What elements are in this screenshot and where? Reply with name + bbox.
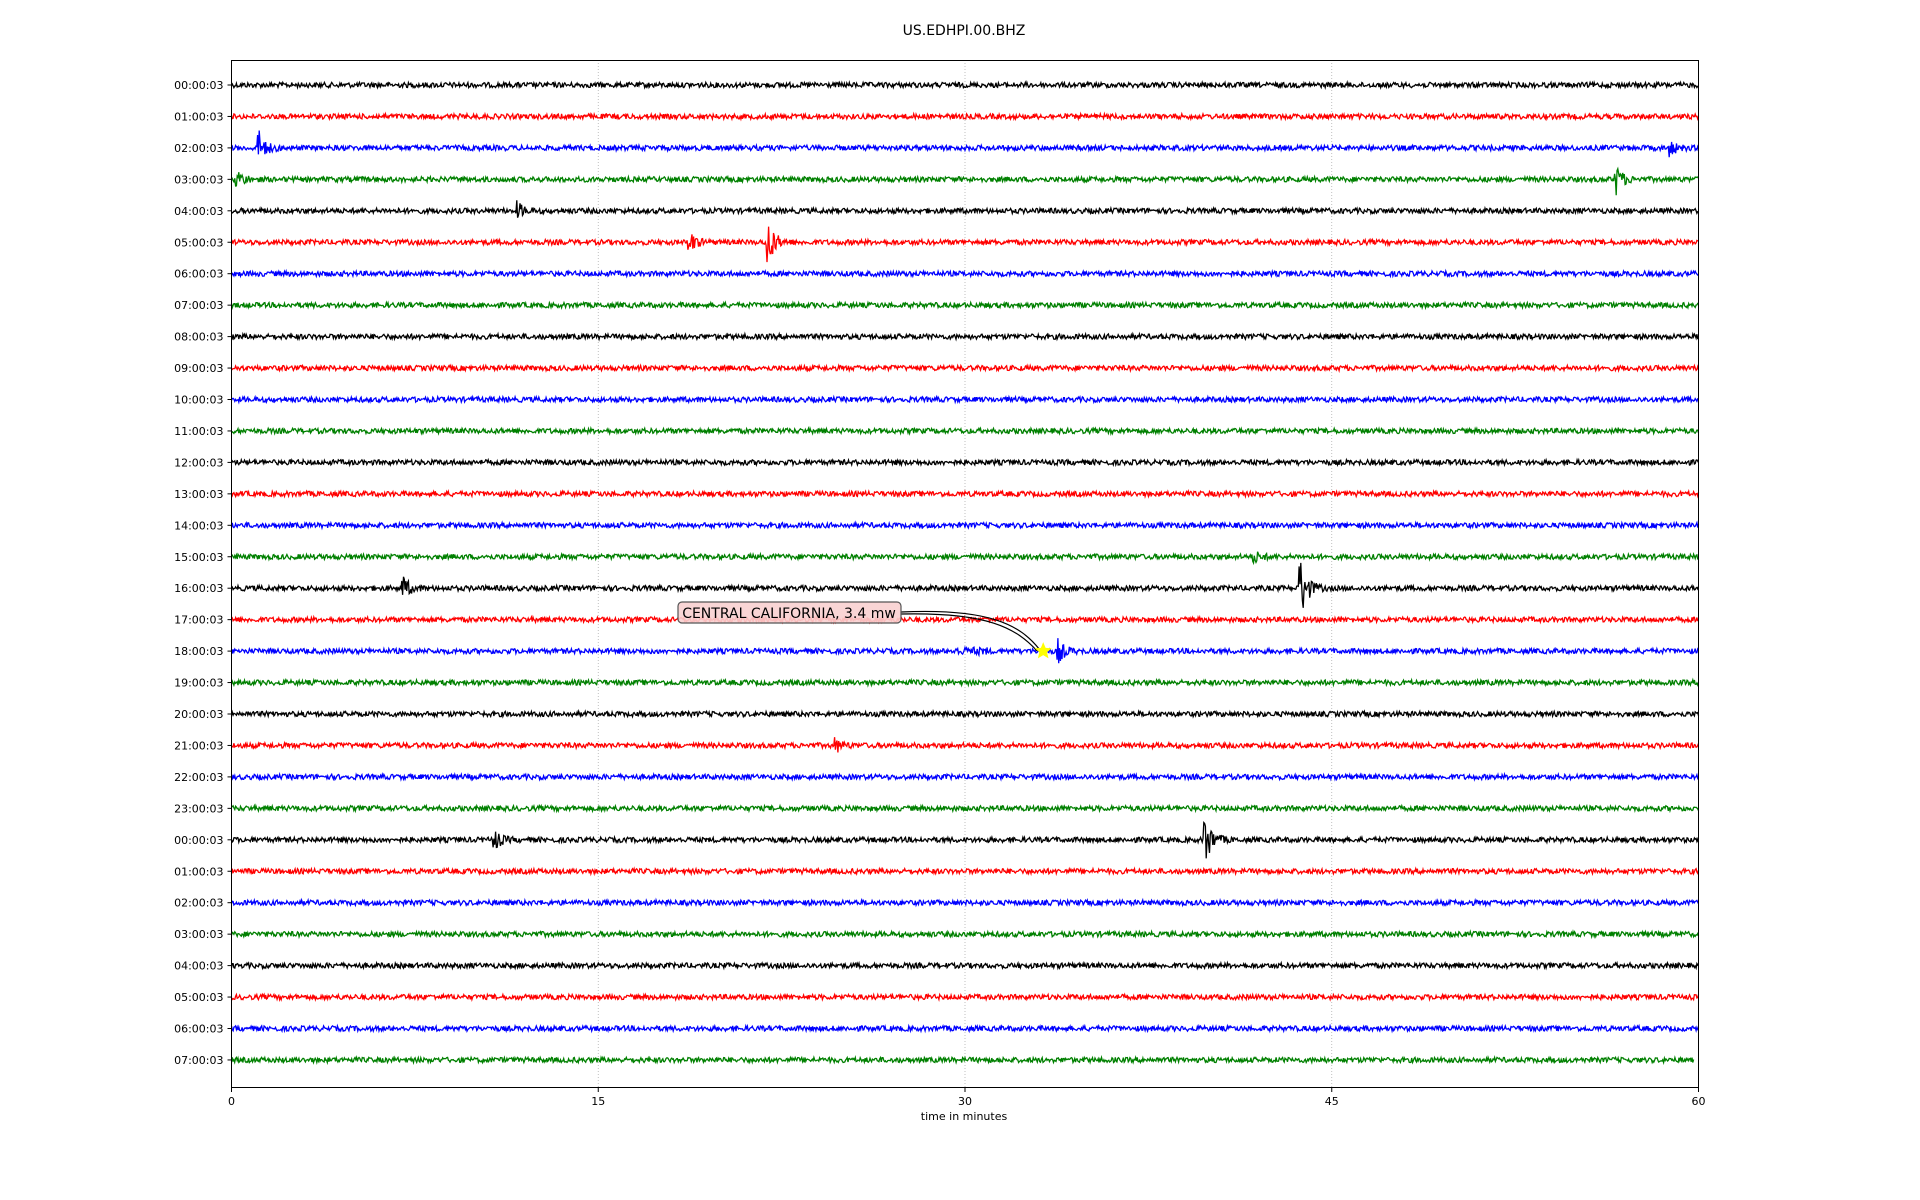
trace-4 <box>230 200 1699 218</box>
trace-31 <box>230 1054 1695 1066</box>
y-tick-label: 13:00:03 <box>174 488 223 501</box>
y-tick-label: 01:00:03 <box>174 110 223 123</box>
y-tick-label: 04:00:03 <box>174 960 223 973</box>
y-tick-label: 01:00:03 <box>174 865 223 878</box>
y-tick-label: 09:00:03 <box>174 362 223 375</box>
trace-8 <box>230 331 1699 342</box>
x-tick-label: 0 <box>228 1095 235 1108</box>
x-tick-label: 15 <box>591 1095 605 1108</box>
trace-13 <box>230 488 1700 499</box>
y-tick-label: 03:00:03 <box>174 928 223 941</box>
trace-3 <box>230 166 1700 196</box>
trace-11 <box>230 425 1700 437</box>
trace-10 <box>230 394 1699 405</box>
y-tick-label: 12:00:03 <box>174 456 223 469</box>
annotation-label: CENTRAL CALIFORNIA, 3.4 mw <box>682 606 896 622</box>
trace-1 <box>230 111 1700 122</box>
trace-12 <box>230 457 1700 468</box>
trace-22 <box>230 771 1700 782</box>
plot-frame <box>231 60 1699 1088</box>
x-tick-label: 45 <box>1325 1095 1339 1108</box>
y-tick-label: 08:00:03 <box>174 331 223 344</box>
trace-28 <box>230 960 1700 971</box>
y-tick-label: 06:00:03 <box>174 1023 223 1036</box>
trace-29 <box>230 992 1700 1003</box>
trace-25 <box>230 866 1700 877</box>
trace-21 <box>231 737 1700 753</box>
trace-20 <box>230 708 1700 719</box>
y-tick-label: 21:00:03 <box>174 739 223 752</box>
trace-19 <box>230 677 1700 688</box>
y-tick-label: 17:00:03 <box>174 614 223 627</box>
trace-14 <box>230 520 1700 531</box>
y-tick-label: 06:00:03 <box>174 268 223 281</box>
trace-7 <box>230 300 1699 311</box>
y-tick-label: 07:00:03 <box>174 299 223 312</box>
trace-9 <box>231 363 1700 374</box>
y-tick-label: 10:00:03 <box>174 394 223 407</box>
x-tick-label: 60 <box>1692 1095 1706 1108</box>
event-star-icon <box>1034 642 1052 659</box>
y-tick-label: 18:00:03 <box>174 645 223 658</box>
x-axis-label: time in minutes <box>921 1110 1008 1123</box>
y-tick-label: 22:00:03 <box>174 771 223 784</box>
trace-23 <box>231 803 1700 814</box>
annotation-arrow <box>900 613 1038 652</box>
y-tick-label: 15:00:03 <box>174 551 223 564</box>
trace-6 <box>230 268 1699 279</box>
annotation-arrow <box>900 610 1040 650</box>
y-tick-label: 00:00:03 <box>174 79 223 92</box>
trace-24 <box>230 820 1700 859</box>
trace-5 <box>230 226 1699 263</box>
y-tick-label: 23:00:03 <box>174 802 223 815</box>
y-tick-label: 02:00:03 <box>174 897 223 910</box>
y-tick-label: 20:00:03 <box>174 708 223 721</box>
x-tick-label: 30 <box>958 1095 972 1108</box>
trace-15 <box>231 551 1699 566</box>
trace-2 <box>230 130 1700 158</box>
y-tick-label: 11:00:03 <box>174 425 223 438</box>
y-tick-label: 05:00:03 <box>174 236 223 249</box>
y-tick-label: 19:00:03 <box>174 677 223 690</box>
y-tick-label: 02:00:03 <box>174 142 223 155</box>
trace-16 <box>230 562 1700 608</box>
trace-0 <box>230 79 1699 91</box>
y-tick-label: 00:00:03 <box>174 834 223 847</box>
y-tick-label: 03:00:03 <box>174 173 223 186</box>
trace-27 <box>230 929 1700 940</box>
y-tick-label: 05:00:03 <box>174 991 223 1004</box>
trace-30 <box>230 1023 1700 1034</box>
trace-26 <box>230 897 1700 908</box>
y-tick-label: 07:00:03 <box>174 1054 223 1067</box>
y-tick-label: 04:00:03 <box>174 205 223 218</box>
annotation-box <box>677 601 902 624</box>
y-tick-label: 16:00:03 <box>174 582 223 595</box>
y-tick-label: 14:00:03 <box>174 519 223 532</box>
chart-title: US.EDHPI.00.BHZ <box>903 23 1026 39</box>
trace-17 <box>230 614 1699 625</box>
trace-18 <box>230 638 1700 664</box>
